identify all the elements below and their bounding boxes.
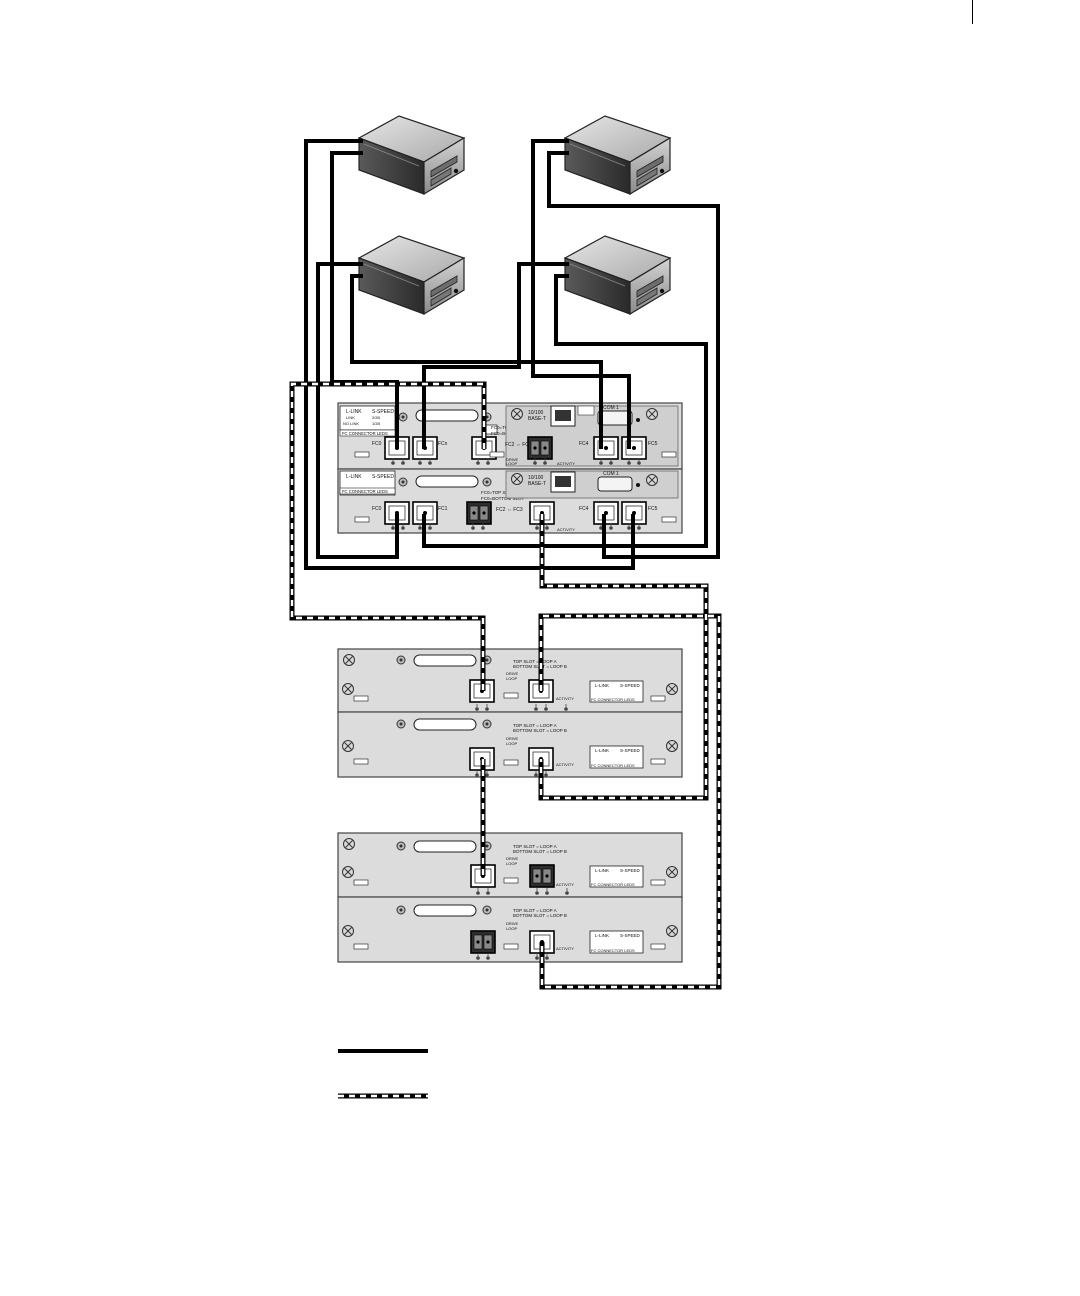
exp4-link: L-LINK	[595, 933, 609, 938]
loop-cables	[289, 381, 722, 990]
slot-note-bottom-1: FC0=TOP SLOT	[481, 490, 514, 495]
host-server-2	[564, 115, 671, 195]
cable-server2-b	[547, 151, 720, 559]
slot-note-bottom-2: FC0=BOTTOM SLOT	[481, 496, 525, 501]
port-label-fc1-b: FC1	[438, 506, 448, 512]
exp3-slot-note-1: TOP SLOT = LOOP A	[513, 844, 557, 849]
host-server-3	[358, 235, 465, 315]
link-box-row-1: LINK	[346, 415, 355, 420]
exp4-speed: S-SPEED	[620, 933, 641, 938]
ethernet-label-1: 10/100	[528, 410, 544, 416]
legend	[338, 1049, 428, 1099]
port-label-fc0-b: FC0	[372, 506, 382, 512]
cable-server1-a	[304, 139, 635, 570]
exp1-activity: ACTIVITY	[556, 696, 574, 701]
cable-server2-a	[531, 139, 631, 449]
exp2-drive: DRIVE	[506, 736, 519, 741]
cable-server3-b	[350, 274, 603, 449]
expansion-tray-1: TOP SLOT = LOOP A BOTTOM SLOT = LOOP B D…	[337, 648, 683, 713]
activity-label-2: ACTIVITY	[557, 527, 575, 532]
exp3-leds: FC CONNECTOR LEDS	[591, 882, 635, 887]
port-label-fc4: FC4	[579, 441, 589, 447]
expansion-tray-2: TOP SLOT = LOOP A BOTTOM SLOT = LOOP B D…	[337, 711, 683, 778]
connector-leds-label: FC CONNECTOR LEDS	[342, 431, 388, 436]
exp3-speed: S-SPEED	[620, 868, 641, 873]
com-port-label-2: COM 1	[603, 471, 619, 477]
exp2-loop: LOOP	[506, 741, 517, 746]
exp4-slot-note-1: TOP SLOT = LOOP A	[513, 908, 557, 913]
port-label-fc4-b: FC4	[579, 506, 589, 512]
exp4-drive: DRIVE	[506, 921, 519, 926]
exp4-activity: ACTIVITY	[556, 946, 574, 951]
exp1-leds: FC CONNECTOR LEDS	[591, 697, 635, 702]
exp4-slot-note-2: BOTTOM SLOT = LOOP B	[513, 913, 567, 918]
port-label-fc5-b: FC5	[648, 506, 658, 512]
link-box-title-2: L-LINK	[346, 474, 362, 480]
exp2-slot-note-1: TOP SLOT = LOOP A	[513, 723, 557, 728]
exp2-speed: S-SPEED	[620, 748, 641, 753]
speed-box-row-1: 2GB	[372, 415, 380, 420]
connector-leds-label-2: FC CONNECTOR LEDS	[342, 489, 388, 494]
drive-loop-2: LOOP	[506, 461, 517, 466]
ethernet-label-3: 10/100	[528, 475, 544, 481]
exp2-slot-note-2: BOTTOM SLOT = LOOP B	[513, 728, 567, 733]
link-box-row-2: NO LINK	[343, 421, 359, 426]
page-edge-rule	[972, 0, 973, 24]
exp1-speed: S-SPEED	[620, 683, 641, 688]
port-label-fc5: FC5	[648, 441, 658, 447]
exp1-drive: DRIVE	[506, 671, 519, 676]
exp2-link: L-LINK	[595, 748, 609, 753]
ethernet-label-4: BASE-T	[528, 481, 546, 487]
speed-box-title: S-SPEED	[372, 409, 394, 415]
exp2-leds: FC CONNECTOR LEDS	[591, 763, 635, 768]
controller-tray-bottom: L-LINK S-SPEED FC CONNECTOR LEDS FC0=TOP…	[337, 468, 683, 534]
exp1-link: L-LINK	[595, 683, 609, 688]
controller-tray-top: L-LINK LINK NO LINK S-SPEED 2GB 1GB FC C…	[337, 402, 683, 470]
expansion-tray-4: TOP SLOT = LOOP A BOTTOM SLOT = LOOP B D…	[337, 896, 683, 963]
exp2-activity: ACTIVITY	[556, 762, 574, 767]
link-box-title: L-LINK	[346, 409, 362, 415]
cable-server4-a	[422, 262, 569, 449]
ethernet-label-2: BASE-T	[528, 416, 546, 422]
exp3-link: L-LINK	[595, 868, 609, 873]
port-label-fc0: FC0	[372, 441, 382, 447]
host-cables	[304, 139, 720, 570]
exp4-loop: LOOP	[506, 926, 517, 931]
port-label-fcn: FCn	[438, 441, 448, 447]
speed-box-title-2: S-SPEED	[372, 474, 394, 480]
com-port-label: COM 1	[603, 405, 619, 411]
exp3-drive: DRIVE	[506, 856, 519, 861]
exp4-leds: FC CONNECTOR LEDS	[591, 948, 635, 953]
exp3-loop: LOOP	[506, 861, 517, 866]
fc-arrow-label: FC2 ⇔ FC3	[505, 442, 532, 448]
exp3-slot-note-2: BOTTOM SLOT = LOOP B	[513, 849, 567, 854]
host-server-4	[564, 235, 671, 315]
cable-server3-a	[316, 262, 399, 559]
exp1-loop: LOOP	[506, 676, 517, 681]
exp3-activity: ACTIVITY	[556, 882, 574, 887]
speed-box-row-2: 1GB	[372, 421, 380, 426]
drive-loop-1: DRIVE	[506, 457, 519, 462]
exp1-slot-note-1: TOP SLOT = LOOP A	[513, 659, 557, 664]
fc-arrow-label-2: FC2 ⇔ FC3	[496, 507, 523, 513]
activity-label: ACTIVITY	[557, 461, 575, 466]
host-server-1	[358, 115, 465, 195]
cable-server4-b	[422, 274, 708, 548]
expansion-tray-3: TOP SLOT = LOOP A BOTTOM SLOT = LOOP B D…	[337, 832, 683, 898]
